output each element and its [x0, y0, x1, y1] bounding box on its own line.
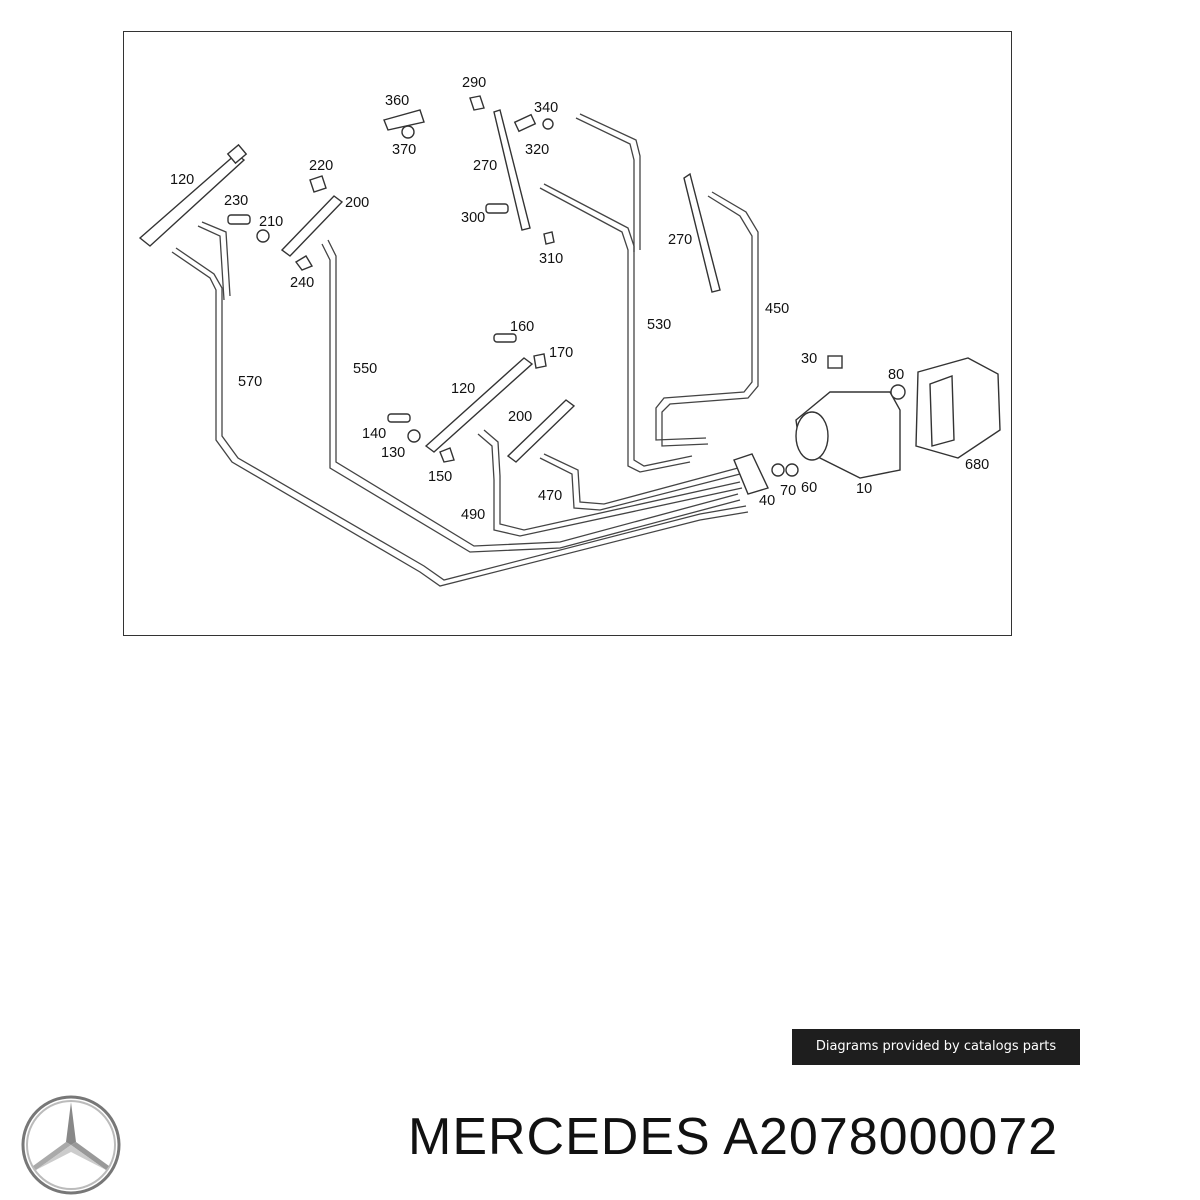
- part-label: 200: [508, 409, 532, 425]
- part-label: 210: [259, 214, 283, 230]
- part-label: 570: [238, 374, 262, 390]
- part-label: 270: [668, 232, 692, 248]
- part-label: 300: [461, 210, 485, 226]
- part-title: MERCEDES A2078000072: [408, 1107, 1058, 1167]
- part-label: 10: [856, 481, 872, 497]
- part-label: 290: [462, 75, 486, 91]
- part-label: 340: [534, 100, 558, 116]
- part-label: 130: [381, 445, 405, 461]
- part-label: 140: [362, 426, 386, 442]
- component-parts: [138, 95, 1001, 495]
- part-label: 270: [473, 158, 497, 174]
- part-label: 320: [525, 142, 549, 158]
- part-label: 490: [461, 507, 485, 523]
- part-label: 310: [539, 251, 563, 267]
- part-number: A2078000072: [723, 1108, 1059, 1166]
- part-label: 60: [801, 480, 817, 496]
- part-label: 370: [392, 142, 416, 158]
- part-label: 530: [647, 317, 671, 333]
- part-label: 470: [538, 488, 562, 504]
- catalog-credit-badge: Diagrams provided by catalogs parts: [792, 1029, 1080, 1065]
- diagram-frame: [123, 31, 1012, 636]
- part-label: 70: [780, 483, 796, 499]
- part-label: 120: [451, 381, 475, 397]
- brand-name: MERCEDES: [408, 1108, 711, 1166]
- part-label: 170: [549, 345, 573, 361]
- part-label: 200: [345, 195, 369, 211]
- part-label: 360: [385, 93, 409, 109]
- part-label: 40: [759, 493, 775, 509]
- part-label: 160: [510, 319, 534, 335]
- part-label: 230: [224, 193, 248, 209]
- part-label: 220: [309, 158, 333, 174]
- hydraulic-lines: [171, 113, 759, 587]
- part-label: 550: [353, 361, 377, 377]
- part-label: 450: [765, 301, 789, 317]
- part-labels: 290 360 340 370 320 270 220 120 230 200 …: [170, 75, 989, 523]
- part-label: 150: [428, 469, 452, 485]
- part-label: 120: [170, 172, 194, 188]
- mercedes-star-icon: [21, 1095, 121, 1195]
- part-label: 680: [965, 457, 989, 473]
- part-label: 80: [888, 367, 904, 383]
- hydraulic-lines-diagram: 290 360 340 370 320 270 220 120 230 200 …: [138, 75, 1001, 587]
- part-label: 240: [290, 275, 314, 291]
- part-label: 30: [801, 351, 817, 367]
